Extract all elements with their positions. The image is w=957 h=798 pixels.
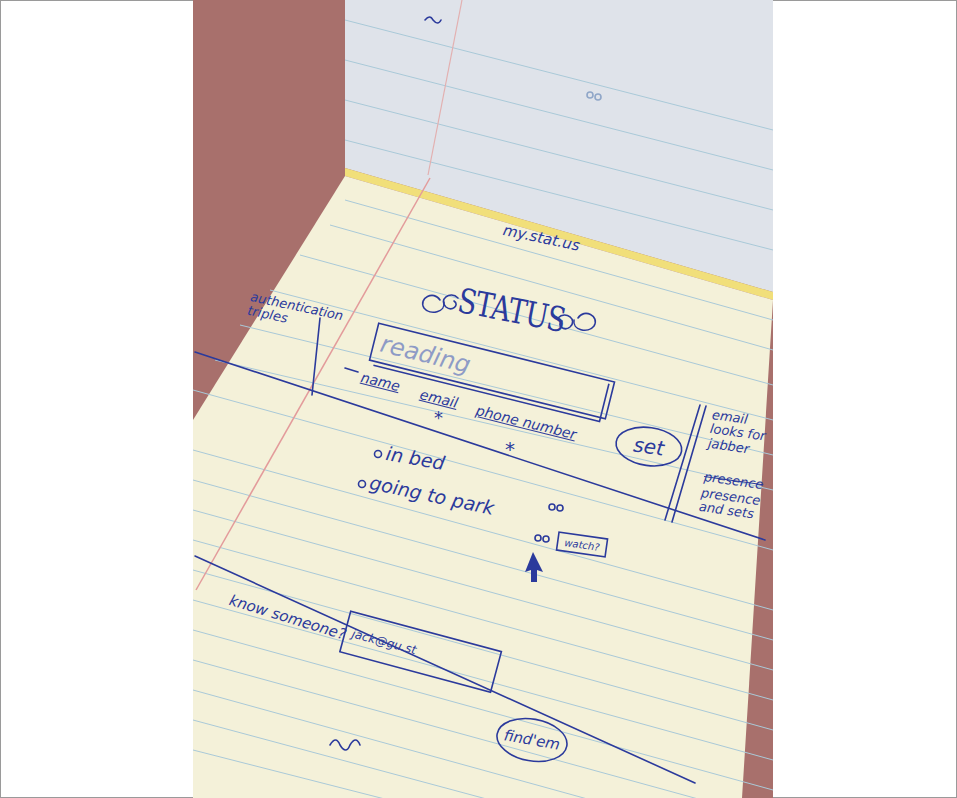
outline-shape xyxy=(494,713,571,766)
node-text: jack@gu.st xyxy=(350,627,418,658)
outline-shape xyxy=(557,532,608,557)
node-text: watch? xyxy=(564,537,601,553)
outline-shape xyxy=(340,611,502,692)
outline-shape xyxy=(369,323,615,423)
asterisk-mark: * xyxy=(505,438,515,460)
node-text: set xyxy=(632,433,666,461)
outline-shape xyxy=(614,423,685,470)
node-text: find'em xyxy=(502,726,561,754)
asterisk-mark: * xyxy=(434,408,443,428)
side-note: email looks for jabber xyxy=(707,408,772,459)
